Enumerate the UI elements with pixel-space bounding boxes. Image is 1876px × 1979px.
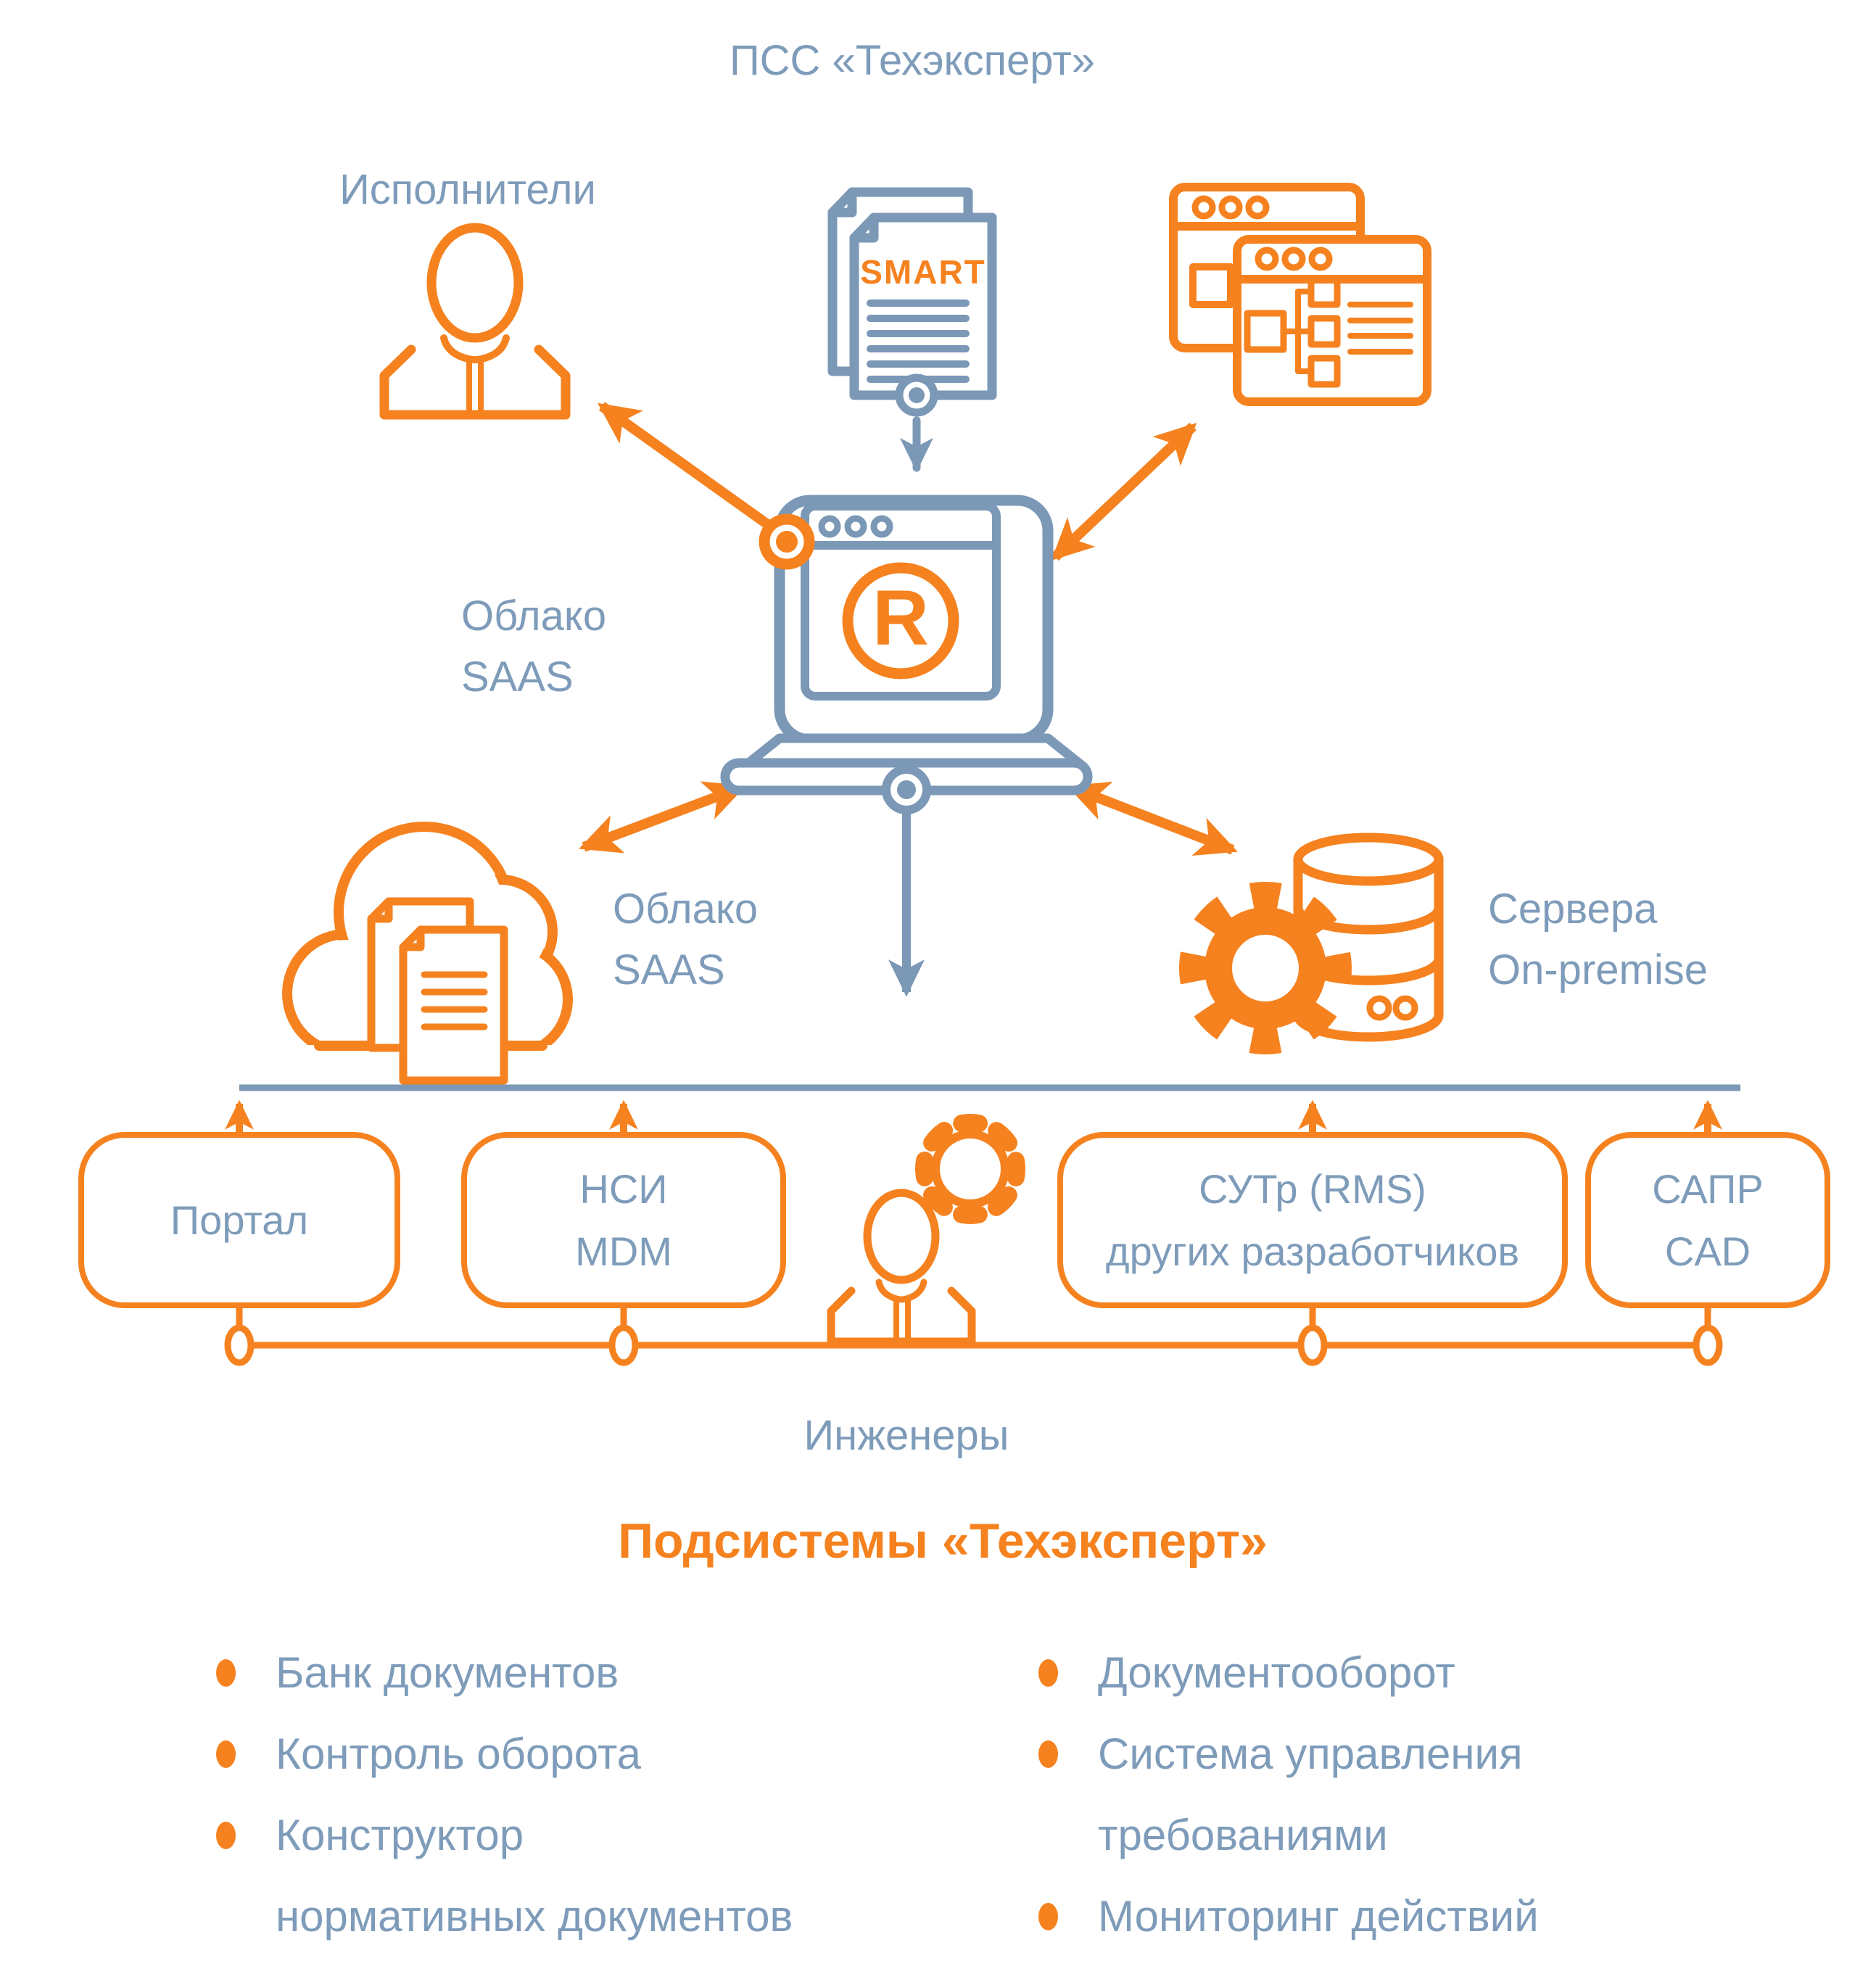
list-item: требованиями	[1098, 1811, 1388, 1859]
bullet-icon	[216, 1821, 236, 1849]
arrow-laptop-cloud	[579, 781, 746, 854]
gear-icon	[1179, 882, 1352, 1054]
list-item: нормативных документов	[276, 1892, 793, 1941]
saas-upper-line1: Облако	[461, 592, 607, 640]
box-rms-label: СУТр (RMS) других разработчиков	[1105, 1165, 1520, 1274]
saas-label-lower: Облако SAAS	[613, 879, 758, 1001]
bullet-icon	[216, 1658, 236, 1687]
laptop-logo-circle	[842, 562, 959, 679]
laptop-logo-letter: R	[872, 573, 929, 661]
arrow-laptop-windows	[1051, 422, 1197, 561]
bullet-icon	[1038, 1658, 1058, 1687]
bullet-icon	[216, 1740, 236, 1768]
list-item: Мониторинг действий	[1038, 1891, 1539, 1941]
small-gear-icon	[915, 1114, 1025, 1224]
servers-label: Сервера On-premise	[1488, 879, 1708, 1001]
box-cad-label: САПР CAD	[1652, 1165, 1764, 1274]
list-item: Система управления	[1038, 1729, 1523, 1779]
box-nsi-mdm-label: НСИ MDM	[575, 1165, 672, 1274]
subsystems-title: Подсистемы «Техэксперт»	[618, 1513, 1268, 1569]
saas-lower-line1: Облако	[613, 885, 759, 933]
engineers-person-icon	[827, 1114, 1025, 1346]
executors-label: Исполнители	[339, 166, 596, 213]
bullet-icon	[1038, 1902, 1058, 1930]
saas-label-upper: Облако SAAS	[461, 586, 606, 708]
saas-lower-line2: SAAS	[613, 946, 725, 993]
windows-flowchart-icon	[1169, 183, 1431, 406]
laptop-icon	[720, 495, 1093, 814]
page-title: ПСС «Техэксперт»	[729, 37, 1096, 84]
box-portal-label: Портал	[170, 1197, 309, 1243]
engineers-bus	[224, 1305, 1723, 1366]
list-item: Документооборот	[1038, 1648, 1455, 1698]
arrow-laptop-to-executors	[598, 402, 790, 542]
executors-person-icon	[379, 223, 571, 420]
list-item: Конструктор	[216, 1810, 524, 1860]
smart-doc-label: SMART	[860, 253, 986, 291]
smart-document-icon	[827, 187, 997, 473]
system-boxes	[78, 1132, 1830, 1308]
cloud-saas-icon	[282, 822, 579, 1088]
servers-line2: On-premise	[1488, 946, 1708, 993]
bullet-icon	[1038, 1740, 1058, 1768]
cloud-documents-icon	[367, 897, 508, 1085]
engineers-label: Инженеры	[803, 1412, 1009, 1459]
servers-line1: Сервера	[1488, 885, 1658, 933]
list-item: Контроль оборота	[216, 1729, 641, 1779]
servers-icon	[1179, 832, 1444, 1054]
saas-upper-line2: SAAS	[461, 653, 574, 701]
list-item: Банк документов	[216, 1648, 619, 1698]
arrow-laptop-servers	[1067, 782, 1238, 856]
connector-arrows-orange	[579, 402, 1238, 856]
